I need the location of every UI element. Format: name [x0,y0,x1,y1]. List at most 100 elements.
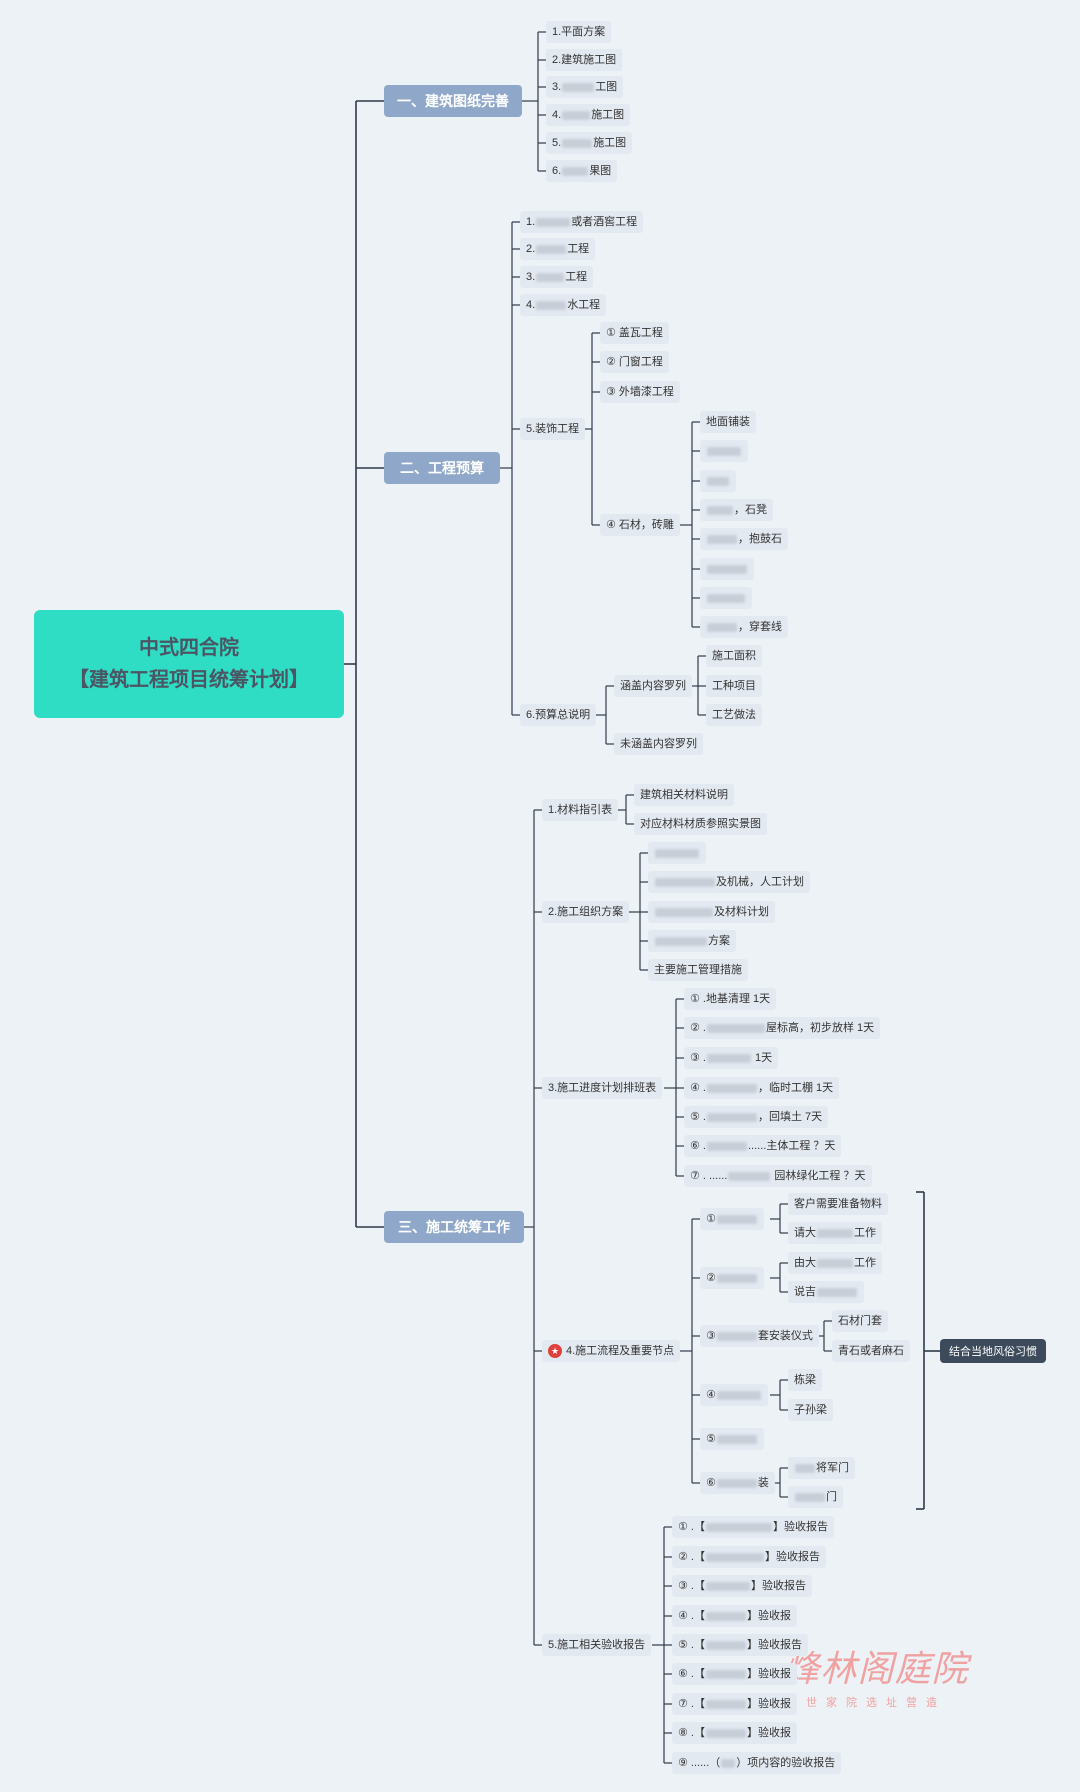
budget-decor-label: 5.装饰工程 [526,423,580,435]
material-item-label: 对应材料材质参照实景图 [640,818,761,830]
schedule-item[interactable]: ⑥ .......主体工程 ？天 [684,1135,842,1157]
drawing-item[interactable]: 1.平面方案 [546,21,612,43]
drawing-item[interactable]: 5.施工图 [546,132,633,154]
schedule-item-text: ，回填土 7天 [757,1111,823,1123]
stone-item-text: ，穿套线 [738,621,782,633]
org-item[interactable]: 及机械，人工计划 [648,871,810,893]
report-item[interactable]: ⑨ ......（）项内容的验收报告 [672,1752,842,1774]
drawing-item[interactable]: 3.工图 [546,76,624,98]
budget-item[interactable]: 1.或者酒窖工程 [520,211,644,233]
org-plan[interactable]: 2.施工组织方案 [542,901,630,923]
custom-note[interactable]: 结合当地风俗习惯 [940,1339,1046,1363]
flow-step[interactable]: ① [700,1208,764,1230]
covered-item[interactable]: 施工面积 [706,645,762,667]
covered-item[interactable]: 工种项目 [706,675,762,697]
budget-item[interactable]: 2.工程 [520,238,596,260]
budget-decor[interactable]: 5.装饰工程 [520,418,586,440]
flow-detail[interactable]: 将军门 [788,1457,855,1479]
org-plan-label: 2.施工组织方案 [548,906,624,918]
summary-uncovered[interactable]: 未涵盖内容罗列 [614,733,703,755]
flow-detail[interactable]: 请大工作 [788,1222,882,1244]
branch-drawing[interactable]: 一、建筑图纸完善 [384,85,522,117]
acceptance-reports-label: 5.施工相关验收报告 [548,1639,646,1651]
schedule-item[interactable]: ⑤ .，回填土 7天 [684,1106,829,1128]
schedule-item-prefix: ② . [690,1022,706,1034]
flow-detail[interactable]: 栋梁 [788,1369,822,1391]
report-item[interactable]: ② .【】验收报告 [672,1546,826,1568]
decor-stone[interactable]: ④ 石材，砖雕 [600,514,680,536]
decor-item[interactable]: ③ 外墙漆工程 [600,381,680,403]
schedule-item[interactable]: ② . 屋标高，初步放样 1天 [684,1017,881,1039]
report-item[interactable]: ⑧ .【】验收报 [672,1722,797,1744]
report-item[interactable]: ⑥ .【】验收报 [672,1663,797,1685]
summary-covered[interactable]: 涵盖内容罗列 [614,675,692,697]
root-node[interactable]: 中式四合院 【建筑工程项目统筹计划】 [34,610,344,718]
branch-budget[interactable]: 二、工程预算 [384,452,500,484]
report-item-text: 】验收报告 [746,1639,802,1651]
stone-item[interactable]: ，抱鼓石 [700,528,788,550]
report-item[interactable]: ⑤ .【】验收报告 [672,1634,808,1656]
flow-detail[interactable]: 青石或者麻石 [832,1340,910,1362]
flow-step-prefix: ⑥ [706,1477,716,1489]
drawing-item-text: 1.平面方案 [552,26,606,38]
flow-detail[interactable]: 石材门套 [832,1310,888,1332]
material-guide[interactable]: 1.材料指引表 [542,799,619,821]
acceptance-reports[interactable]: 5.施工相关验收报告 [542,1634,652,1656]
drawing-item[interactable]: 6.果图 [546,160,618,182]
schedule-label: 3.施工进度计划排班表 [548,1082,657,1094]
report-item[interactable]: ③ .【】验收报告 [672,1575,812,1597]
budget-item[interactable]: 4.水工程 [520,294,607,316]
decor-item[interactable]: ② 门窗工程 [600,351,669,373]
schedule-item[interactable]: ④ .，临时工棚 1天 [684,1077,840,1099]
flow-detail-text: 门 [826,1491,837,1503]
flow-detail[interactable]: 门 [788,1486,843,1508]
decor-item-label: ② 门窗工程 [606,356,663,368]
budget-item[interactable]: 3.工程 [520,266,594,288]
budget-summary[interactable]: 6.预算总说明 [520,704,597,726]
drawing-item[interactable]: 4.施工图 [546,104,631,126]
drawing-item[interactable]: 2.建筑施工图 [546,49,623,71]
stone-item[interactable] [700,470,736,492]
covered-item[interactable]: 工艺做法 [706,704,762,726]
report-item[interactable]: ④ .【】验收报 [672,1605,797,1627]
blurred-text [705,1522,772,1532]
flow-step[interactable]: ⑤ [700,1428,764,1450]
report-item-prefix: ⑦ .【 [678,1698,705,1710]
report-item-prefix: ④ .【 [678,1610,705,1622]
stone-item[interactable] [700,440,748,462]
budget-item-text: 或者酒窖工程 [571,216,638,228]
flow-detail-text: 客户需要准备物料 [794,1198,882,1210]
org-item[interactable]: 方案 [648,930,736,952]
org-item[interactable] [648,842,706,864]
schedule-item-text: 屋标高，初步放样 1天 [765,1022,875,1034]
org-item[interactable]: 主要施工管理措施 [648,959,748,981]
flow-detail[interactable]: 子孙梁 [788,1399,833,1421]
construction-flow[interactable]: ★4.施工流程及重要节点 [542,1340,681,1362]
flow-detail[interactable]: 由大工作 [788,1252,882,1274]
stone-item[interactable] [700,587,752,609]
flow-detail[interactable]: 客户需要准备物料 [788,1193,888,1215]
stone-item[interactable] [700,558,754,580]
schedule[interactable]: 3.施工进度计划排班表 [542,1077,663,1099]
branch-construction[interactable]: 三、施工统筹工作 [384,1211,524,1243]
stone-item[interactable]: 地面铺装 [700,411,756,433]
stone-item[interactable]: ，石凳 [700,499,773,521]
report-item[interactable]: ⑦ .【】验收报 [672,1693,797,1715]
material-item[interactable]: 对应材料材质参照实景图 [634,813,767,835]
material-item[interactable]: 建筑相关材料说明 [634,784,734,806]
org-item[interactable]: 及材料计划 [648,901,775,923]
stone-item[interactable]: ，穿套线 [700,616,788,638]
blurred-text [707,505,733,515]
covered-item-label: 工艺做法 [712,709,756,721]
flow-step[interactable]: ④ [700,1384,768,1406]
schedule-item[interactable]: ⑦ . ...... 园林绿化工程 ？天 [684,1165,872,1187]
drawing-item-prefix: 6. [552,165,562,177]
flow-step[interactable]: ② [700,1267,764,1289]
schedule-item[interactable]: ① .地基清理 1天 [684,988,777,1010]
decor-item[interactable]: ① 盖瓦工程 [600,322,669,344]
report-item[interactable]: ① .【】验收报告 [672,1516,834,1538]
flow-detail[interactable]: 说吉 [788,1281,864,1303]
schedule-item[interactable]: ③ . 1天 [684,1047,779,1069]
